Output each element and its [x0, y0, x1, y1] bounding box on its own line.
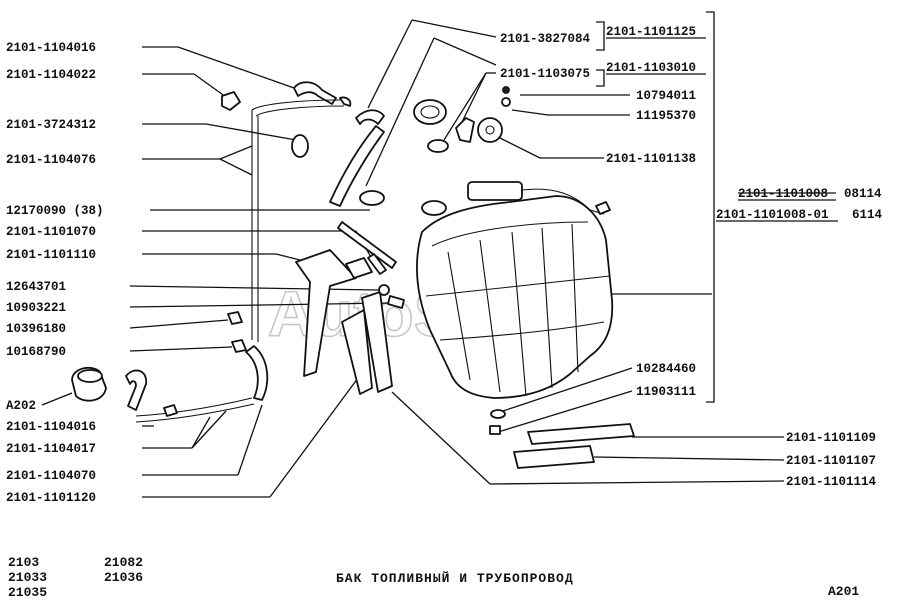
label-left-15: 2101-1101120: [6, 491, 96, 505]
label-left-7: 12643701: [6, 280, 66, 294]
leader-lines-left: [41, 46, 393, 498]
label-right-8: 11903111: [636, 385, 696, 399]
labels-right: 2101-3827084 2101-1101125 2101-1103010 2…: [500, 25, 877, 489]
label-left-3: 2101-1104076: [6, 153, 96, 167]
fuel-pump-lines: [71, 311, 269, 423]
model-2: 21035: [8, 585, 47, 600]
label-right-10: 2101-1101107: [786, 454, 876, 468]
model-3: 21082: [104, 555, 143, 570]
label-right-3: 2101-1103075: [500, 67, 590, 81]
tank-label-main-code: 08114: [844, 187, 882, 201]
label-left-8: 10903221: [6, 301, 66, 315]
footer: 2103 21033 21035 21082 21036 БАК ТОПЛИВН…: [8, 555, 859, 600]
label-right-9: 2101-1101109: [786, 431, 876, 445]
fuel-gauge-sender: [413, 86, 511, 153]
label-underlines: [606, 37, 706, 75]
label-left-14: 2101-1104070: [6, 469, 96, 483]
model-4: 21036: [104, 570, 143, 585]
labels-left: 2101-1104016 2101-1104022 2101-3724312 2…: [6, 41, 104, 505]
tank-label-main: 2101-1101008: [738, 187, 828, 201]
tank-label-variant: 2101-1101008-01: [716, 208, 829, 222]
label-left-0: 2101-1104016: [6, 41, 96, 55]
label-left-12: 2101-1104016: [6, 420, 96, 434]
fuel-tank: [416, 181, 614, 399]
label-brackets: [596, 11, 715, 403]
tank-pads: [489, 409, 635, 469]
page-code: A201: [828, 584, 859, 599]
label-right-0: 2101-3827084: [500, 32, 591, 46]
label-right-5: 11195370: [636, 109, 696, 123]
label-left-5: 2101-1101070: [6, 225, 96, 239]
label-left-2: 2101-3724312: [6, 118, 96, 132]
tank-straps: [295, 249, 405, 395]
model-1: 21033: [8, 570, 47, 585]
vent-hoses: [221, 81, 352, 342]
label-left-11: A202: [6, 399, 36, 413]
label-left-9: 10396180: [6, 322, 66, 336]
tank-labels: 2101-1101008 08114 2101-1101008-01 6114: [716, 187, 883, 222]
leader-lines-right: [365, 19, 785, 485]
label-right-11: 2101-1101114: [786, 475, 877, 489]
tank-label-variant-code: 6114: [852, 208, 883, 222]
label-right-2: 2101-1103010: [606, 61, 696, 75]
label-left-4: 12170090 (38): [6, 204, 104, 218]
label-right-6: 2101-1101138: [606, 152, 696, 166]
page-title: БАК ТОПЛИВНЫЙ И ТРУБОПРОВОД: [336, 571, 574, 586]
label-right-1: 2101-1101125: [606, 25, 696, 39]
label-right-7: 10284460: [636, 362, 696, 376]
label-left-13: 2101-1104017: [6, 442, 96, 456]
label-right-4: 10794011: [636, 89, 696, 103]
model-0: 2103: [8, 555, 39, 570]
label-left-10: 10168790: [6, 345, 66, 359]
label-left-1: 2101-1104022: [6, 68, 96, 82]
filler-neck: [329, 109, 397, 275]
label-left-6: 2101-1101110: [6, 248, 96, 262]
